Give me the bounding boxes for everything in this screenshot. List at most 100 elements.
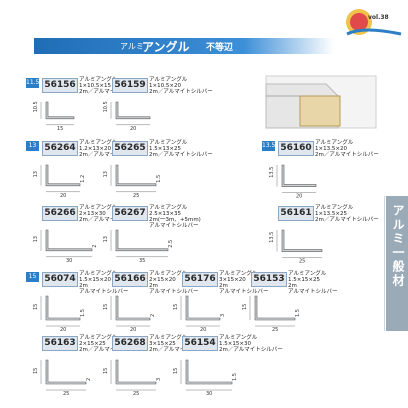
dimension-height: 13 — [103, 171, 109, 177]
product-code: 56159 — [112, 78, 148, 93]
dimension-width: 30 — [66, 258, 72, 264]
dimension-height: 13.5 — [269, 232, 275, 243]
dimension-height: 15 — [103, 368, 109, 374]
product-code: 56265 — [112, 141, 148, 156]
dimension-width: 20 — [60, 193, 66, 199]
product-description: アルミアングル 3×15×25 2m／アルマイトシルバー — [149, 335, 213, 353]
dimension-height: 15 — [173, 304, 179, 310]
angle-profile — [254, 295, 296, 321]
dimension-thickness: 3 — [156, 378, 162, 381]
product-code: 56156 — [42, 78, 78, 93]
product-description: アルミアングル 2×15×20 2m アルマイトシルバー — [149, 271, 199, 295]
title-suffix: 不等辺 — [206, 43, 234, 53]
product-code: 56268 — [112, 336, 148, 351]
product-code: 56267 — [112, 206, 148, 221]
product-description: アルミアングル 1.5×15×30 2m／アルマイトシルバー — [219, 335, 283, 353]
dimension-width: 20 — [60, 327, 66, 333]
category-side-tab: アルミ一般材 — [386, 196, 408, 331]
dimension-height: 13 — [33, 236, 39, 242]
dimension-height: 10.5 — [103, 101, 109, 112]
dimension-thickness: 3 — [220, 314, 226, 317]
dimension-height: 13 — [103, 236, 109, 242]
product-description: アルミアングル 1.5×15×25 2m アルマイトシルバー — [288, 271, 338, 295]
dimension-thickness: 1.5 — [80, 309, 86, 317]
category-label: アルミ一般材 — [391, 204, 405, 288]
dimension-width: 35 — [139, 258, 145, 264]
angle-profile — [185, 295, 221, 321]
angle-profile — [281, 229, 323, 252]
dimension-thickness: 2 — [92, 245, 98, 248]
volume-label: vol.38 — [368, 14, 389, 21]
dimension-width: 20 — [130, 327, 136, 333]
product-description: アルミアングル 1×13.5×20 2m／アルマイトシルバー — [315, 140, 379, 158]
product-code: 56166 — [112, 272, 148, 287]
group-badge: 13.5 — [262, 141, 276, 151]
dimension-width: 20 — [296, 194, 302, 200]
angle-profile — [45, 229, 93, 252]
dimension-height: 15 — [103, 304, 109, 310]
dimension-width: 20 — [130, 126, 136, 132]
group-badge: 13 — [26, 141, 39, 151]
dimension-thickness: 2 — [150, 314, 156, 317]
product-code: 56176 — [182, 272, 218, 287]
page-title-bar: アルミ アングル 不等辺 — [34, 38, 334, 54]
angle-profile — [45, 164, 81, 187]
dimension-height: 15 — [33, 304, 39, 310]
product-description: アルミアングル 1×10.5×20 2m／アルマイトシルバー — [149, 77, 213, 95]
product-code: 56074 — [42, 272, 78, 287]
product-description: アルミアングル 1.2×13×20 2m／アルマイトシルバー — [79, 140, 143, 158]
group-badge: 15 — [26, 272, 39, 282]
angle-profile — [115, 295, 151, 321]
angle-profile — [115, 164, 157, 187]
angle-profile — [281, 164, 317, 187]
product-code: 56161 — [278, 206, 314, 221]
product-description: アルミアングル 2.5×13×35 2m(一3m、+5mm) アルマイトシルバー — [149, 205, 201, 229]
dimension-thickness: 2.5 — [168, 240, 174, 248]
dimension-thickness: 2 — [86, 378, 92, 381]
product-code: 56163 — [42, 336, 78, 351]
product-description: アルミアングル 2×15×25 2m／アルマイトシルバー — [79, 335, 143, 353]
dimension-height: 13 — [33, 171, 39, 177]
dimension-thickness: 1.2 — [80, 175, 86, 183]
dimension-thickness: 1.5 — [156, 175, 162, 183]
dimension-height: 15 — [242, 304, 248, 310]
dimension-thickness: 1.5 — [232, 373, 238, 381]
dimension-width: 30 — [206, 391, 212, 397]
product-code: 56266 — [42, 206, 78, 221]
dimension-width: 25 — [272, 327, 278, 333]
angle-profile — [45, 359, 87, 385]
product-description: アルミアングル 1.5×15×20 2m アルマイトシルバー — [79, 271, 129, 295]
dimension-height: 15 — [173, 368, 179, 374]
product-description: アルミアングル 3×15×20 2m アルマイトシルバー — [219, 271, 269, 295]
dimension-width: 20 — [200, 327, 206, 333]
dimension-width: 25 — [133, 391, 139, 397]
angle-profile — [115, 229, 169, 252]
dimension-height: 10.5 — [33, 101, 39, 112]
page-title: アングル — [142, 40, 190, 54]
dimension-height: 13.5 — [269, 167, 275, 178]
product-description: アルミアングル 1.5×13×25 2m／アルマイトシルバー — [149, 140, 213, 158]
side-divider — [384, 196, 385, 331]
dimension-width: 25 — [63, 391, 69, 397]
dimension-thickness: 1.5 — [295, 309, 301, 317]
group-badge: 11.5 — [26, 78, 40, 88]
angle-profile — [115, 359, 157, 385]
brand-logo — [346, 9, 402, 36]
angle-profile — [185, 359, 233, 385]
angle-profile — [115, 101, 151, 120]
dimension-height: 15 — [33, 368, 39, 374]
product-code: 56160 — [278, 141, 314, 156]
product-code: 56264 — [42, 141, 78, 156]
product-description: アルミアングル 1×13.5×25 2m／アルマイトシルバー — [315, 205, 379, 223]
product-description: アルミアングル 2×13×30 2m／アルマイトシルバー — [79, 205, 143, 223]
dimension-width: 25 — [299, 259, 305, 265]
product-description: アルミアングル 1×10.5×15 2m／アルマイトシルバー — [79, 77, 143, 95]
angle-profile — [45, 101, 75, 120]
title-prefix: アルミ — [120, 42, 144, 51]
dimension-width: 15 — [57, 126, 63, 132]
dimension-width: 25 — [133, 193, 139, 199]
angle-profile — [45, 295, 81, 321]
product-code: 56153 — [251, 272, 287, 287]
product-code: 56154 — [182, 336, 218, 351]
